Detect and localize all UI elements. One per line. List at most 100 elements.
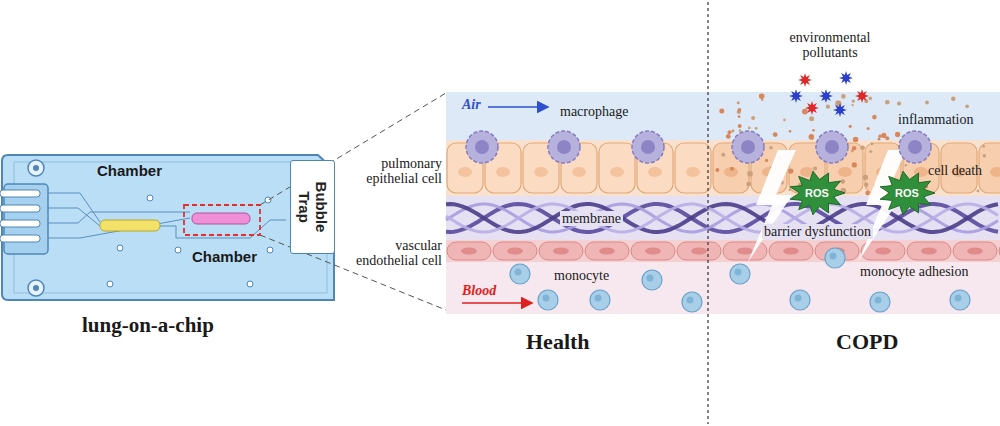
monocyte-cell [950, 290, 970, 310]
cell-nucleus [741, 140, 755, 154]
inflammation-dot [895, 132, 900, 137]
inflammation-dot [759, 94, 764, 99]
inflammation-dot [726, 134, 731, 139]
cell-label: pulmonary epithelial cell [350, 156, 442, 187]
monocyte-cell [825, 248, 845, 268]
endothelial-cell [447, 242, 491, 260]
cell-nucleus [686, 167, 700, 177]
cell-nucleus [955, 295, 962, 302]
inflammation-dot [809, 134, 815, 140]
macrophage-cell [632, 131, 664, 163]
cell-nucleus [599, 248, 615, 255]
inflammation-dot [826, 105, 830, 109]
cell-nucleus [875, 248, 891, 255]
cell-nucleus [543, 295, 550, 302]
inflammation-dot [977, 190, 980, 193]
inflammation-dot [982, 145, 985, 148]
burst-outline [880, 171, 935, 215]
inflammation-dot [860, 145, 865, 150]
cell-nucleus [724, 167, 738, 177]
cell-nucleus [458, 167, 472, 177]
cell-nucleus [534, 167, 548, 177]
cell-nucleus [687, 297, 694, 304]
inflammation-dot [869, 150, 872, 153]
inflammation-dot [853, 137, 859, 143]
cell-nucleus [515, 269, 522, 276]
pollutant-particle [805, 101, 819, 115]
effect-label: inflammation [898, 112, 973, 127]
effect-label: monocyte adhesion [858, 264, 970, 279]
epithelial-cell [675, 143, 711, 193]
cell-nucleus [990, 167, 1000, 177]
inflammation-dot [863, 175, 868, 180]
tissue-panel [446, 92, 1000, 314]
inflammation-dot [965, 104, 969, 108]
cell-nucleus [838, 167, 852, 177]
cell-nucleus [645, 248, 661, 255]
chip-plate [0, 155, 334, 300]
cell-nucleus [557, 140, 571, 154]
cell-nucleus [830, 253, 837, 260]
monocyte-cell [682, 292, 702, 312]
cell-label: monocyte [554, 268, 609, 283]
air-arrow [488, 106, 548, 108]
endothelial-cell [999, 242, 1000, 260]
cell-nucleus [475, 140, 489, 154]
endothelial-cell [585, 242, 629, 260]
endothelial-cell [493, 242, 537, 260]
inflammation-dot [755, 127, 758, 130]
inflammation-dot [925, 101, 929, 105]
cell-nucleus [461, 248, 477, 255]
inflammation-dot [897, 101, 901, 105]
cell-nucleus [572, 167, 586, 177]
cell-label: macrophage [560, 104, 628, 119]
inflammation-dot [865, 191, 870, 196]
inflammation-dot [841, 179, 846, 184]
cell-nucleus [647, 275, 654, 282]
zoom-line [260, 235, 446, 310]
inflammation-dot [812, 129, 815, 132]
monocyte-cell [790, 290, 810, 310]
monocyte-cell [590, 290, 610, 310]
panel-title: Health [526, 330, 590, 354]
inflammation-dot [751, 116, 755, 120]
bubble-trap-box: Bubble Trap [290, 160, 335, 254]
cell-nucleus [875, 297, 882, 304]
cell-nucleus [737, 248, 753, 255]
inflammation-dot [719, 109, 724, 114]
cell-nucleus [795, 295, 802, 302]
box-label: Bubble Trap [295, 176, 330, 238]
inflammation-dot [870, 142, 873, 145]
inflammation-dot [769, 146, 773, 150]
inflammation-dot [951, 97, 955, 101]
inflammation-dot [809, 116, 814, 121]
endothelial-cell [953, 242, 997, 260]
cell-nucleus [648, 167, 662, 177]
endothelial-cell [723, 242, 767, 260]
cell-nucleus [691, 248, 707, 255]
inflammation-dot [885, 136, 889, 140]
inflammation-dot [802, 109, 808, 115]
pollutant-particle [833, 103, 847, 117]
macrophage-cell [816, 131, 848, 163]
inflammation-dot [852, 99, 855, 102]
pollutants [789, 71, 869, 117]
endothelial-cell [677, 242, 721, 260]
inflammation-dot [849, 125, 852, 128]
ros-burst: ROS [788, 170, 846, 216]
endothelial-cell [907, 242, 951, 260]
cell-nucleus [783, 248, 799, 255]
layer-label: membrane [560, 211, 623, 226]
part-label: Chamber [192, 249, 257, 266]
cell-nucleus [908, 140, 922, 154]
macrophage-cell [466, 131, 498, 163]
inflammation-dot [905, 164, 907, 166]
inflammation-dot [747, 171, 753, 177]
monocyte-cell [538, 290, 558, 310]
burst-outline [790, 171, 845, 215]
figure-caption: lung-on-a-chip [82, 314, 214, 337]
epithelial-cell [599, 143, 635, 193]
inflammation-dot [730, 167, 734, 171]
cell-nucleus [553, 248, 569, 255]
